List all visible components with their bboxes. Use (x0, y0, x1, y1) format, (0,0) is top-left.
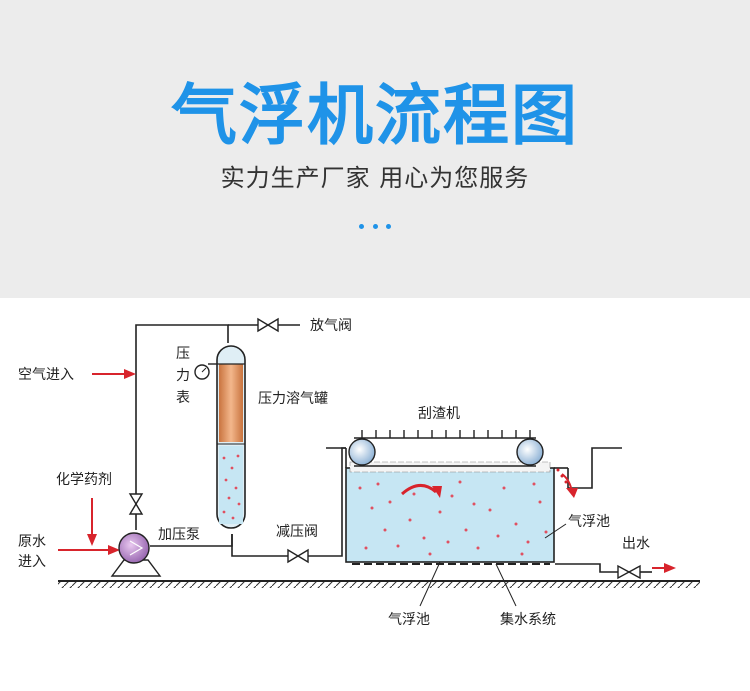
reducing-valve-label: 减压阀 (276, 524, 318, 540)
raw-water-label-1: 原水 (18, 534, 46, 550)
pressure-dissolving-tank (216, 345, 246, 529)
page-subtitle: 实力生产厂家 用心为您服务 (220, 164, 530, 192)
outlet-valve-icon (617, 564, 641, 580)
water-outlet-label: 出水 (622, 536, 650, 552)
air-inlet-arrow (92, 369, 136, 379)
overflow-arrow (561, 473, 578, 498)
outlet-arrow (652, 563, 676, 573)
booster-pump-label: 加压泵 (158, 527, 200, 543)
booster-pump-icon (110, 532, 162, 577)
chemical-dosing-label: 化学药剂 (56, 472, 112, 488)
label-leaders (419, 523, 567, 607)
pressure-gauge-icon (194, 363, 220, 380)
raw-water-arrow (58, 545, 120, 555)
reducing-valve-icon (287, 548, 309, 564)
flotation-tank (345, 448, 569, 565)
ground-line (58, 580, 700, 588)
scraper-label: 刮渣机 (418, 406, 460, 422)
air-valve-icon (128, 493, 144, 515)
dissolving-tank-label: 压力溶气罐 (258, 391, 328, 407)
raw-water-label-2: 进入 (18, 554, 46, 570)
collection-system-label: 集水系统 (500, 611, 556, 628)
piping (62, 324, 652, 573)
pressure-gauge-label-3: 表 (176, 390, 190, 406)
scraper-machine (348, 430, 544, 467)
flotation-tank-right-label: 气浮池 (568, 514, 610, 530)
chemical-dosing-arrow (87, 498, 97, 546)
pressure-gauge-label-1: 压 (176, 346, 190, 362)
decorative-dots (359, 224, 391, 230)
vent-valve-label: 放气阀 (310, 318, 352, 334)
page-title: 气浮机流程图 (171, 77, 579, 154)
flotation-tank-bottom-label: 气浮池 (388, 612, 430, 628)
vent-valve-icon (257, 317, 279, 333)
air-inlet-label: 空气进入 (18, 367, 74, 383)
pressure-gauge-label-2: 力 (176, 368, 190, 384)
flotation-flow-diagram: 空气进入 化学药剂 原水 进入 放气阀 减压阀 出水 加压泵 (18, 317, 700, 628)
